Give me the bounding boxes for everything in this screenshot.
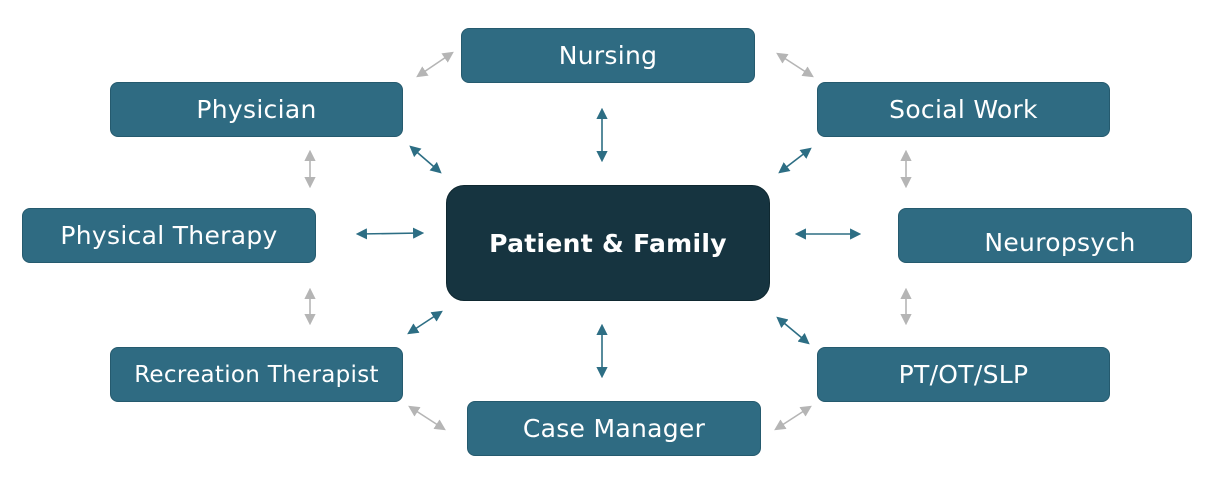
node-neuropsych: Neuropsych — [898, 208, 1192, 263]
arrow-center-recreation — [407, 310, 443, 335]
node-nursing: Nursing — [461, 28, 755, 83]
node-social-work: Social Work — [817, 82, 1110, 137]
arrow-nursing-social-work — [776, 52, 814, 78]
arrow-center-pt-ot-slp — [776, 316, 810, 345]
node-recreation-therapist: Recreation Therapist — [110, 347, 403, 402]
node-physician-label: Physician — [196, 95, 317, 124]
node-physical-therapy: Physical Therapy — [22, 208, 316, 263]
arrow-center-physical-therapy — [355, 227, 425, 240]
arrow-physician-nursing — [416, 51, 454, 78]
arrow-recreation-case-manager — [408, 405, 446, 431]
node-patient-family: Patient & Family — [446, 185, 770, 301]
node-physical-therapy-label: Physical Therapy — [60, 221, 278, 250]
node-neuropsych-label: Neuropsych — [984, 228, 1136, 257]
node-case-manager: Case Manager — [467, 401, 761, 456]
node-physician: Physician — [110, 82, 403, 137]
arrow-center-physician — [409, 145, 442, 174]
arrow-case-manager-pt-ot-slp — [774, 405, 812, 431]
node-pt-ot-slp: PT/OT/SLP — [817, 347, 1110, 402]
node-recreation-therapist-label: Recreation Therapist — [134, 361, 379, 388]
node-nursing-label: Nursing — [558, 41, 658, 70]
node-case-manager-label: Case Manager — [522, 414, 706, 443]
arrow-center-social-work — [778, 147, 812, 174]
node-social-work-label: Social Work — [889, 95, 1038, 124]
node-pt-ot-slp-label: PT/OT/SLP — [898, 360, 1029, 389]
node-patient-family-label: Patient & Family — [489, 228, 727, 258]
